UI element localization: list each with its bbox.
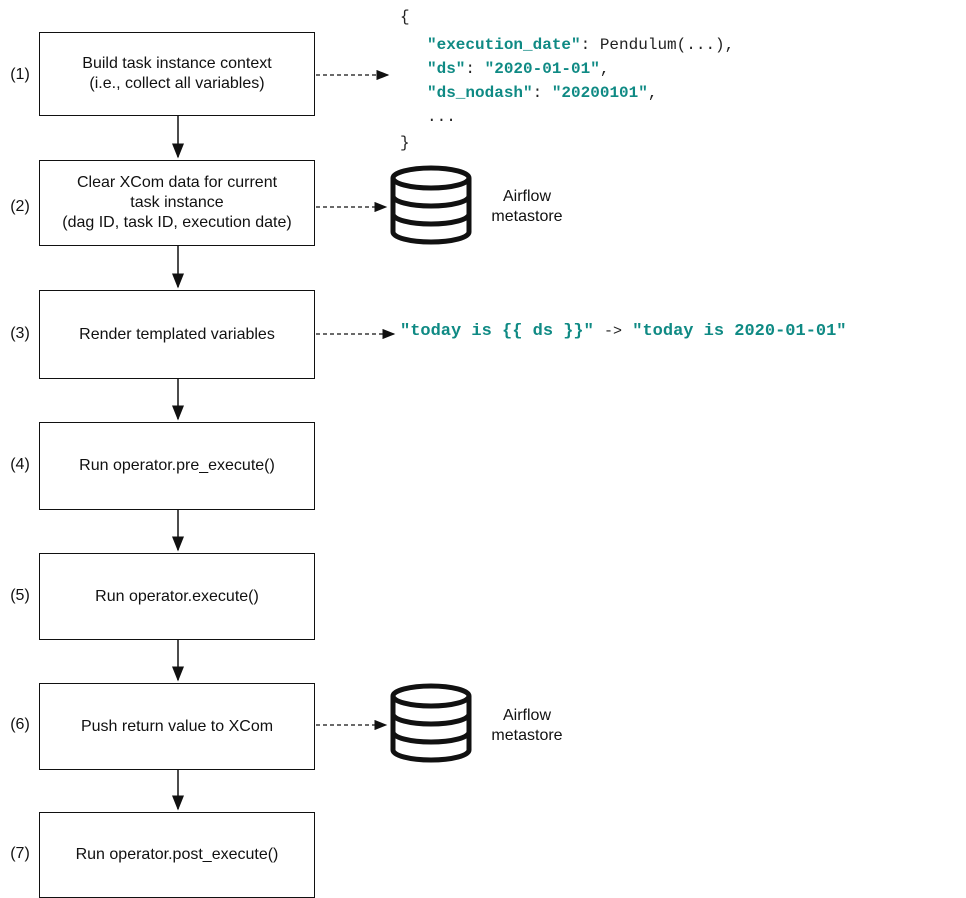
step-number-4: (4) xyxy=(10,456,30,473)
step-number-5: (5) xyxy=(10,587,30,604)
context-value: "2020-01-01" xyxy=(484,60,600,78)
database-icon xyxy=(390,683,472,763)
context-close-brace: } xyxy=(400,134,410,152)
context-entry-ds-nodash: "ds_nodash": "20200101", xyxy=(427,84,657,102)
context-trail: , xyxy=(647,84,658,102)
context-key: "ds_nodash" xyxy=(427,84,533,102)
context-trail: , xyxy=(599,60,610,78)
metastore-line1: Airflow xyxy=(502,188,551,205)
context-value: "20200101" xyxy=(551,84,648,102)
step-number-7: (7) xyxy=(10,845,30,862)
template-example: "today is {{ ds }}" -> "today is 2020-01… xyxy=(400,322,847,341)
step-number-1: (1) xyxy=(10,66,30,83)
metastore-line1: Airflow xyxy=(502,707,551,724)
template-before: "today is {{ ds }}" xyxy=(400,322,594,341)
step-box-execute: Run operator.execute() xyxy=(39,553,315,640)
step-box-post-execute: Run operator.post_execute() xyxy=(39,812,315,898)
step-box-build-context: Build task instance context (i.e., colle… xyxy=(39,32,315,116)
context-open-brace: { xyxy=(400,8,410,26)
context-entry-ds: "ds": "2020-01-01", xyxy=(427,60,609,78)
step-box-pre-execute: Run operator.pre_execute() xyxy=(39,422,315,510)
context-sep: : xyxy=(465,60,485,78)
context-sep: : xyxy=(580,36,600,54)
context-value: Pendulum(...), xyxy=(599,36,735,54)
context-key: "ds" xyxy=(427,60,466,78)
metastore-label-1: Airflow metastore xyxy=(482,187,572,227)
metastore-line2: metastore xyxy=(491,727,563,744)
step-box-render-templates: Render templated variables xyxy=(39,290,315,379)
metastore-label-2: Airflow metastore xyxy=(482,706,572,746)
step-box-clear-xcom: Clear XCom data for current task instanc… xyxy=(39,160,315,246)
context-entry-execution-date: "execution_date": Pendulum(...), xyxy=(427,36,734,54)
metastore-line2: metastore xyxy=(491,208,563,225)
context-sep: : xyxy=(532,84,552,102)
step-number-2: (2) xyxy=(10,198,30,215)
database-icon xyxy=(390,165,472,245)
template-arrow: -> xyxy=(604,323,623,340)
context-ellipsis: ... xyxy=(427,108,456,126)
step-number-6: (6) xyxy=(10,716,30,733)
context-key: "execution_date" xyxy=(427,36,581,54)
step-box-push-xcom: Push return value to XCom xyxy=(39,683,315,770)
step-number-3: (3) xyxy=(10,325,30,342)
template-after: "today is 2020-01-01" xyxy=(632,322,847,341)
